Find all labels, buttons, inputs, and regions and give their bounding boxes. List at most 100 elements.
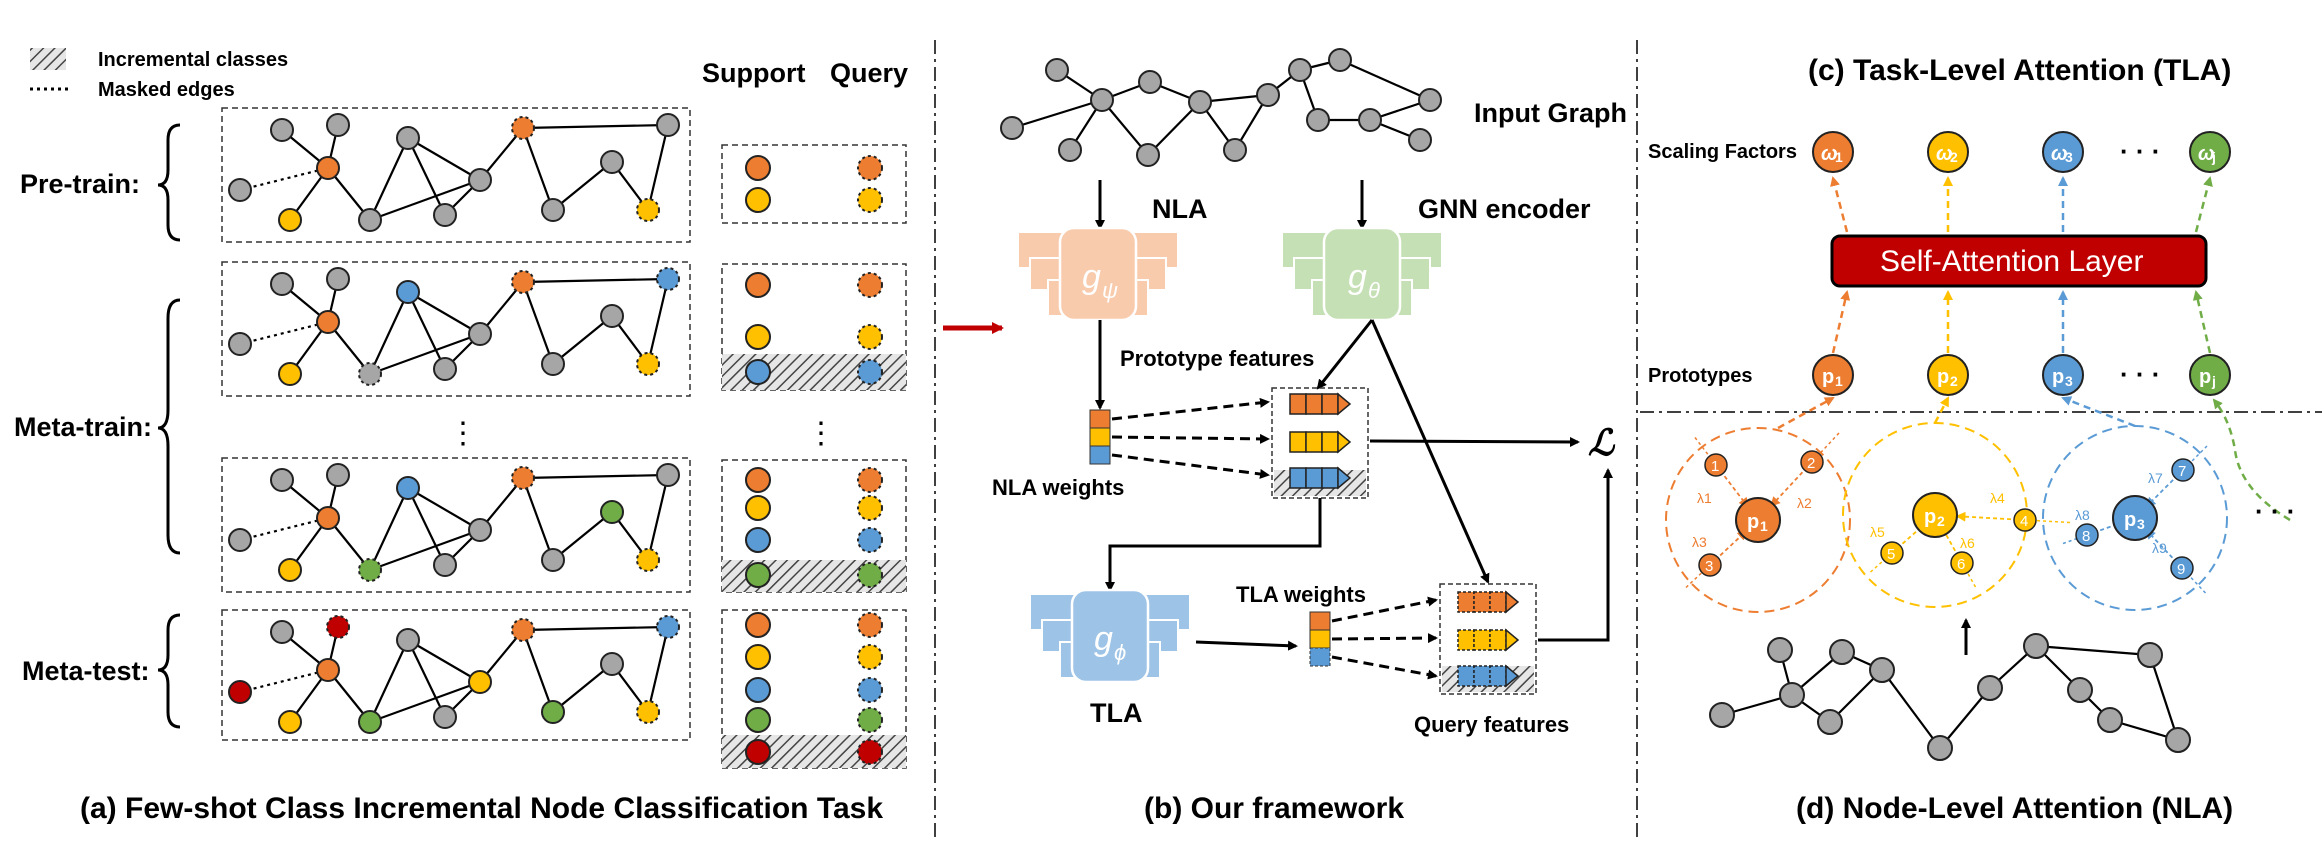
- graph-edge: [239, 320, 329, 346]
- prototype-label: p: [2052, 366, 2064, 388]
- graph-edge: [1011, 98, 1103, 130]
- support-node: [745, 324, 771, 350]
- base-graph-node: [2097, 707, 2123, 733]
- neighbor-label: 1: [1711, 458, 1719, 475]
- input-graph-node: [1188, 90, 1212, 114]
- nla-weights-label: NLA weights: [992, 475, 1124, 500]
- neighbor-node: [1880, 541, 1904, 565]
- support-node: [745, 467, 771, 493]
- arrow-icon: [1316, 319, 1374, 390]
- metatrain-graphs-ellipsis: ⋮: [448, 417, 478, 450]
- neighbor-node: [1800, 450, 1824, 474]
- query-node: [857, 707, 883, 733]
- graph-edge: [369, 528, 481, 572]
- scaling-factor-sub: 3: [2065, 149, 2073, 165]
- graph-edge: [521, 281, 555, 365]
- tla-weights-label: TLA weights: [1236, 582, 1366, 607]
- input-graph-node: [1306, 108, 1330, 132]
- neighbor-label: 7: [2178, 463, 2186, 480]
- graph-node: [600, 304, 624, 328]
- graph-edge: [521, 477, 555, 561]
- caption-a: (a) Few-shot Class Incremental Node Clas…: [80, 792, 883, 825]
- query-node: [857, 739, 883, 765]
- graph-node: [396, 476, 420, 500]
- input-graph-node: [1138, 70, 1162, 94]
- metatest-label: Meta-test:: [22, 656, 150, 686]
- graph-edge: [522, 625, 669, 632]
- scaling-factor-sub: 2: [1950, 149, 1958, 165]
- query-node: [857, 467, 883, 493]
- graph-edge: [646, 626, 670, 713]
- neighbor-node: [2171, 458, 2195, 482]
- neighbor-label: 6: [1957, 556, 1965, 573]
- feature-vector: [1457, 664, 1520, 688]
- lambda-label: λ4: [1990, 490, 2005, 506]
- support-node: [745, 495, 771, 521]
- graph-node: [228, 528, 252, 552]
- graph-node: [468, 518, 492, 542]
- pretrain-label: Pre-train:: [20, 169, 140, 199]
- graph-edge: [369, 487, 409, 571]
- input-graph-node: [1358, 108, 1382, 132]
- query-node: [857, 359, 883, 385]
- graph-edge: [239, 516, 329, 542]
- graph-edge: [646, 474, 670, 561]
- graph-edge: [522, 277, 669, 284]
- graph-node: [656, 463, 680, 487]
- pretrain-sq-box: [721, 144, 907, 224]
- arrow-icon: [1370, 319, 1490, 584]
- metatrain-graph-box-1: [221, 261, 691, 397]
- graph-node: [278, 362, 302, 386]
- input-graph-node: [1090, 88, 1114, 112]
- lambda-label: λ3: [1692, 534, 1707, 550]
- query-node: [857, 677, 883, 703]
- pretrain-graph-box: [221, 107, 691, 243]
- graph-edge: [407, 639, 446, 718]
- prototype-node: [2042, 354, 2084, 396]
- base-graph-node: [2023, 633, 2049, 659]
- base-graph-node: [1767, 637, 1793, 663]
- cluster-prototype-label: p: [1924, 506, 1936, 528]
- base-graph-node: [2137, 642, 2163, 668]
- graph-node: [541, 548, 565, 572]
- scaling-factor-label: ω: [2198, 143, 2215, 165]
- graph-node: [636, 198, 660, 222]
- lambda-label: λ1: [1697, 490, 1712, 506]
- graph-edge: [407, 639, 481, 683]
- graph-edge: [1881, 669, 1941, 749]
- support-header: Support: [702, 58, 805, 88]
- cluster-ring: [1665, 427, 1851, 613]
- support-node: [745, 155, 771, 181]
- support-node: [745, 739, 771, 765]
- g-theta-sub: θ: [1368, 278, 1380, 303]
- neighbor-label: 2: [1807, 455, 1815, 472]
- g-phi-label: g: [1094, 620, 1113, 658]
- base-graph-node: [1829, 639, 1855, 665]
- graph-node: [326, 615, 350, 639]
- cluster-prototype-node: [1735, 497, 1781, 543]
- hatch-swatch-icon: [30, 48, 66, 70]
- query-node: [857, 495, 883, 521]
- graph-node: [541, 700, 565, 724]
- query-node: [857, 612, 883, 638]
- metatest-brace: [157, 613, 181, 729]
- graph-edge: [407, 137, 446, 216]
- graph-node: [468, 670, 492, 694]
- base-graph-node: [1869, 657, 1895, 683]
- graph-edge: [407, 137, 481, 181]
- graph-node: [433, 357, 457, 381]
- graph-node: [433, 553, 457, 577]
- nla-weight-3: [1089, 445, 1111, 465]
- query-node: [857, 562, 883, 588]
- feature-vector: [1289, 466, 1352, 490]
- query-node: [857, 527, 883, 553]
- support-node: [745, 187, 771, 213]
- gnn-encoder-label: GNN encoder: [1418, 194, 1591, 224]
- self-attention-layer: [1830, 234, 2208, 288]
- tla-weight-2: [1309, 629, 1331, 649]
- query-node: [857, 272, 883, 298]
- prototype-sub: 2: [1950, 373, 1958, 389]
- query-features-box: [1439, 583, 1537, 695]
- graph-edge: [369, 178, 481, 222]
